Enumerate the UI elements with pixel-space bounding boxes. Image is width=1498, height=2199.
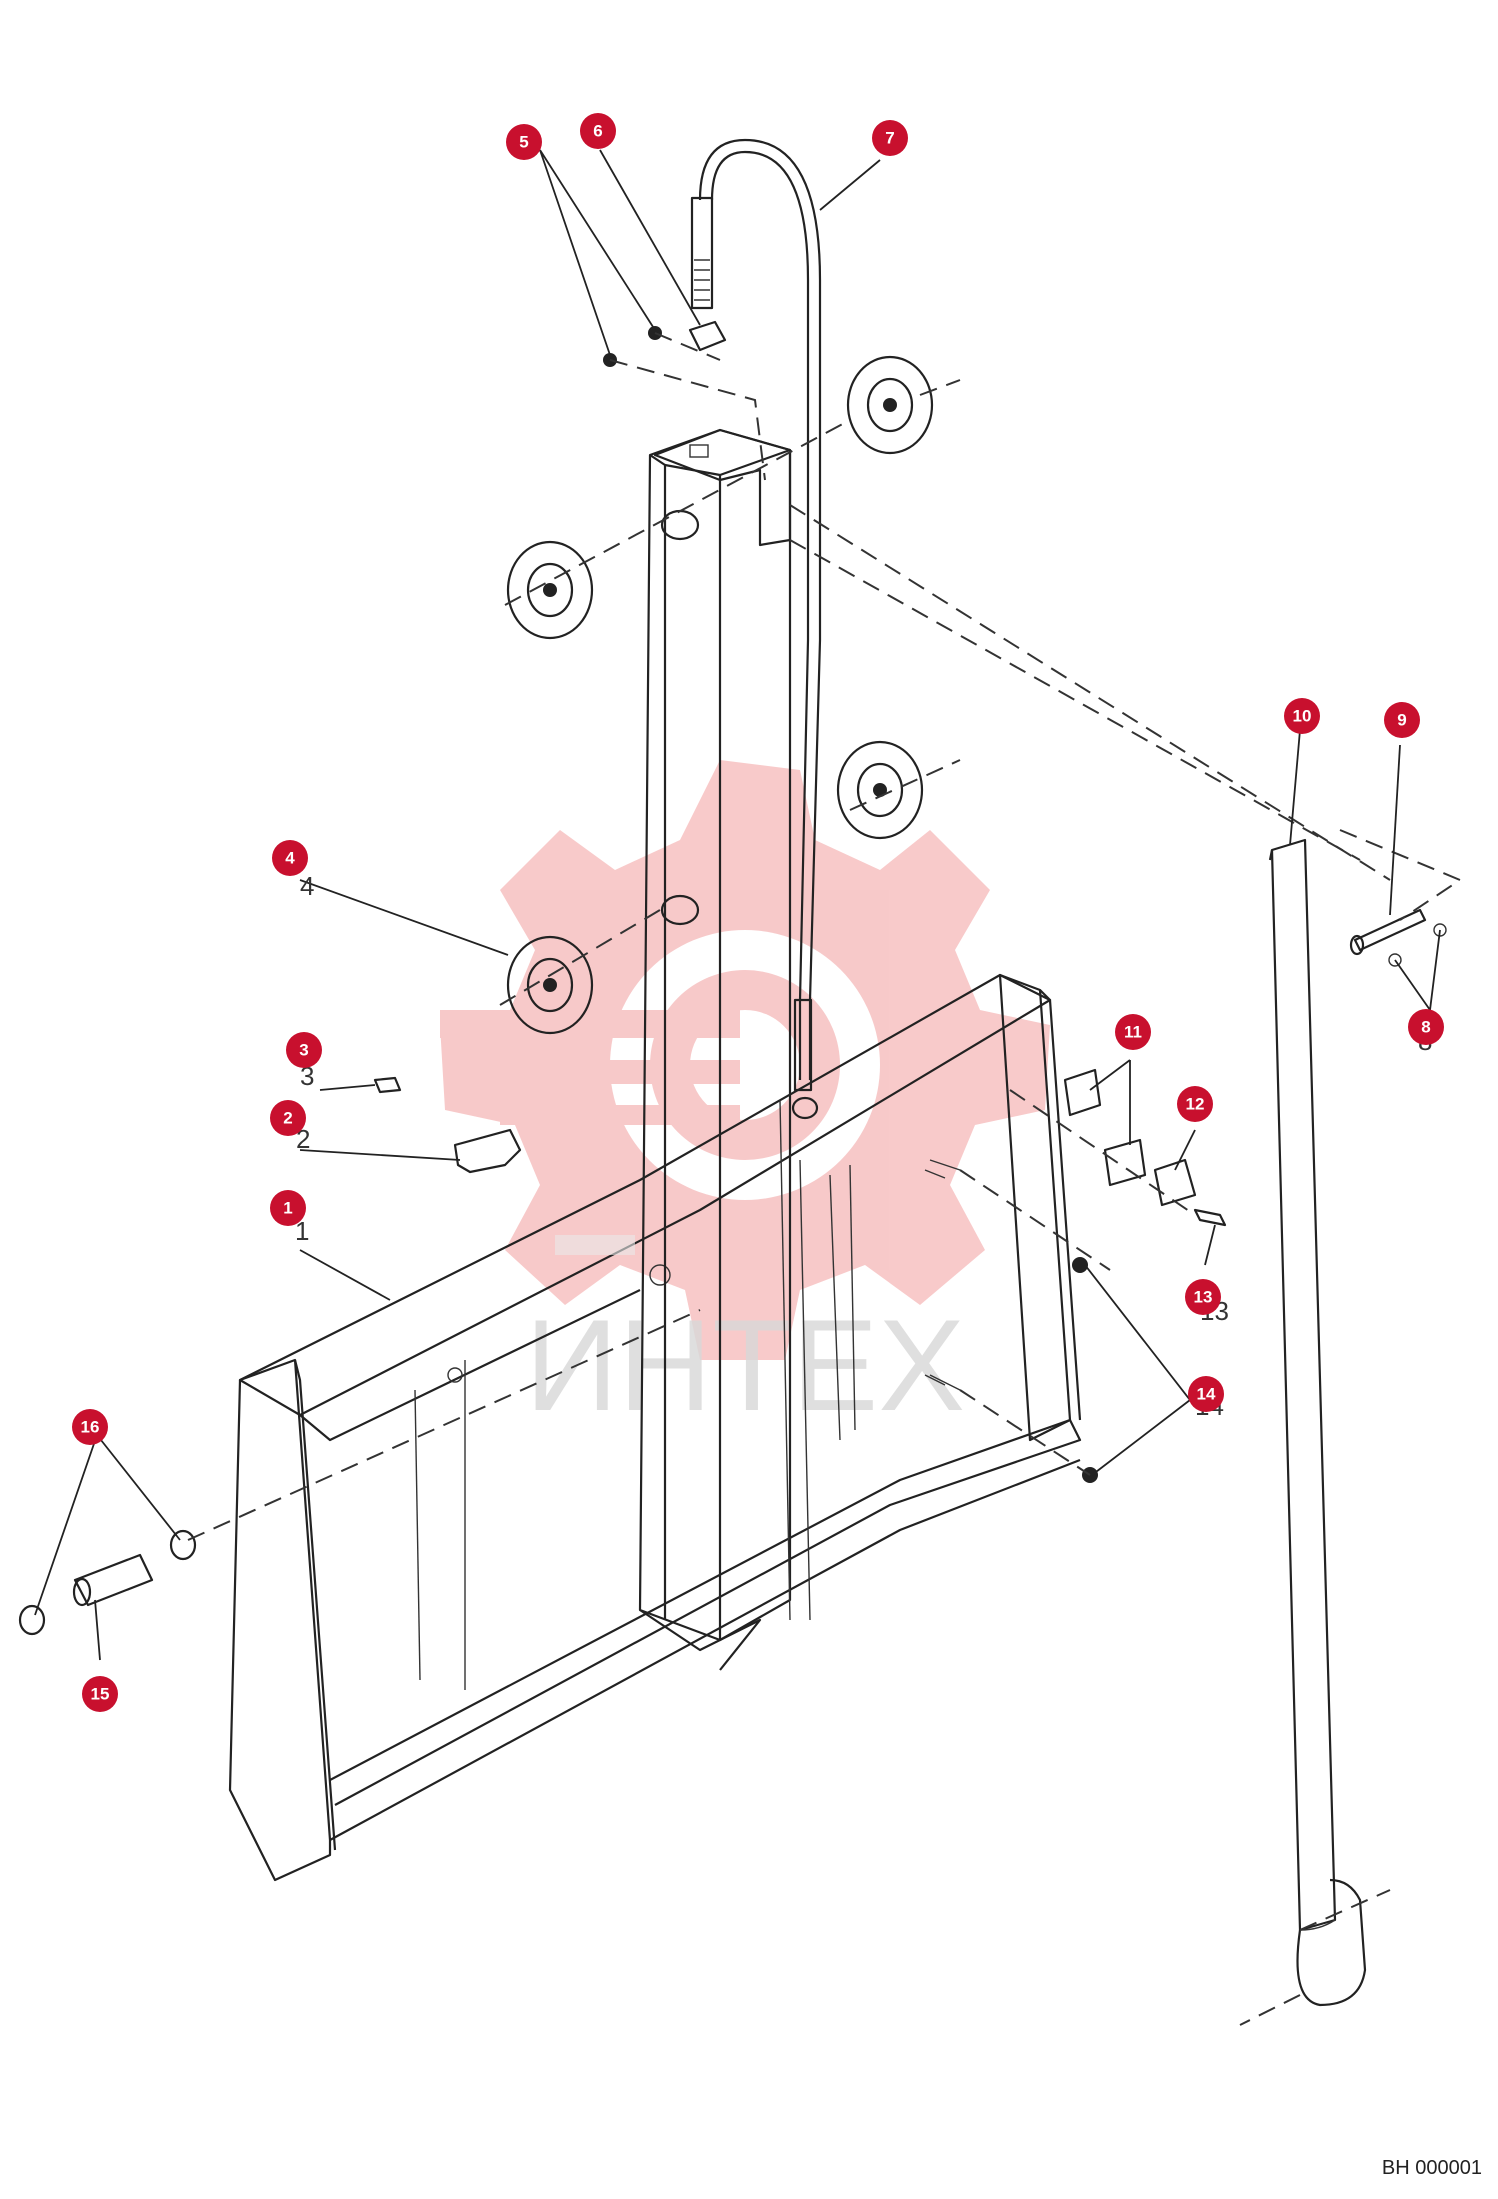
callout-label: 6 [593, 122, 602, 141]
callout-11[interactable]: 11 [1115, 1014, 1151, 1050]
callout-8[interactable]: 8 [1408, 1009, 1444, 1045]
right-hardware [924, 908, 1447, 1483]
callout-6[interactable]: 6 [580, 113, 616, 149]
svg-text:4: 4 [300, 871, 314, 901]
watermark-text: ИНТЕХ [525, 1292, 965, 1438]
callout-15[interactable]: 15 [82, 1676, 118, 1712]
long-strap [1268, 838, 1367, 2007]
callout-13[interactable]: 13 [1185, 1279, 1221, 1315]
callout-7[interactable]: 7 [872, 120, 908, 156]
reference-code: BH 000001 [1381, 2157, 1482, 2179]
callout-label: 7 [885, 129, 894, 148]
svg-text:3: 3 [300, 1061, 314, 1091]
leader-lines [34, 149, 1441, 1661]
callout-label: 13 [1194, 1288, 1213, 1307]
callout-4[interactable]: 4 [272, 840, 308, 876]
cable [688, 138, 822, 1120]
assembly-lines [187, 332, 1463, 2026]
callout-2[interactable]: 2 [270, 1100, 306, 1136]
callout-label: 5 [519, 133, 528, 152]
callout-label: 4 [285, 849, 295, 868]
callout-16[interactable]: 16 [72, 1409, 108, 1445]
callout-label: 16 [81, 1418, 100, 1437]
callout-3[interactable]: 3 [286, 1032, 322, 1068]
main-frame [228, 973, 1082, 1882]
watermark-logo [440, 760, 1050, 1360]
left-hardware [18, 1076, 522, 1636]
callout-label: 12 [1186, 1095, 1205, 1114]
callout-label: 3 [299, 1041, 308, 1060]
svg-text:1: 1 [295, 1216, 309, 1246]
vertical-mast [638, 428, 811, 1671]
callout-label: 9 [1397, 711, 1406, 730]
callout-label: 8 [1421, 1018, 1430, 1037]
callout-label: 15 [91, 1685, 110, 1704]
callout-10[interactable]: 10 [1284, 698, 1320, 734]
rollers [506, 355, 934, 1035]
callout-12[interactable]: 12 [1177, 1086, 1213, 1122]
callout-label: 2 [283, 1109, 292, 1128]
callout-label: 1 [283, 1199, 292, 1218]
callout-5[interactable]: 5 [506, 124, 542, 160]
callout-14[interactable]: 14 [1188, 1376, 1224, 1412]
callout-label: 11 [1124, 1023, 1142, 1042]
callout-label: 10 [1293, 707, 1312, 726]
callout-9[interactable]: 9 [1384, 702, 1420, 738]
callout-1[interactable]: 1 [270, 1190, 306, 1226]
callout-label: 14 [1197, 1385, 1216, 1404]
